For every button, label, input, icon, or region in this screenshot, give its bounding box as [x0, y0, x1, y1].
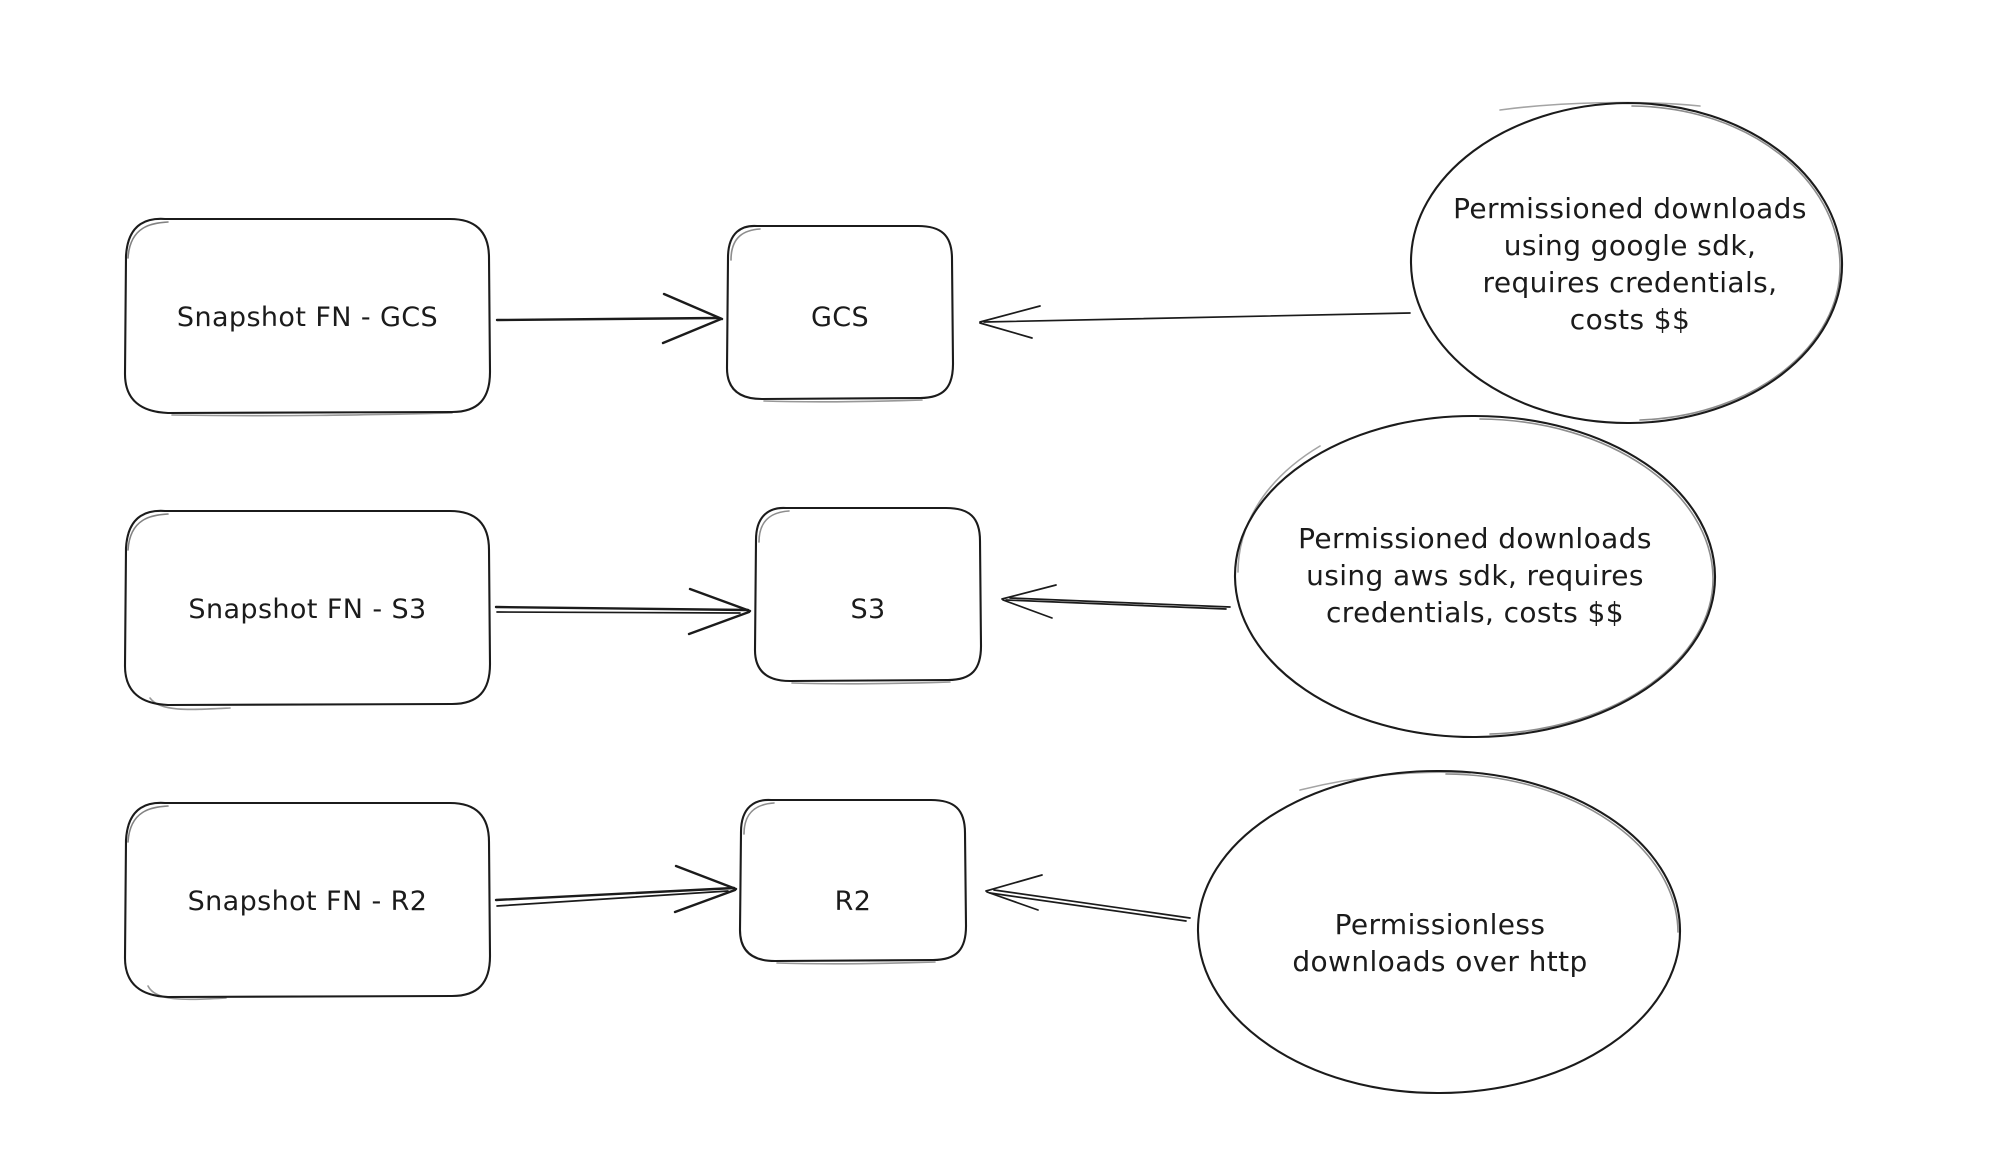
node-snapshot-fn-s3-shape: [123, 509, 492, 711]
arrow-note-permissionless-to-r2: [985, 874, 1191, 922]
node-gcs-shape: [725, 224, 955, 403]
arrow-snapshot-fn-r2-to-r2: [494, 864, 738, 914]
arrow-note-aws-sdk-to-s3: [1001, 584, 1231, 619]
note-permissionless-ellipse: [1196, 769, 1682, 1095]
arrow-snapshot-fn-gcs-to-gcs: [495, 292, 724, 345]
note-aws-sdk-ellipse: [1233, 414, 1717, 739]
node-snapshot-fn-gcs-shape: [123, 217, 492, 417]
node-s3-shape: [753, 506, 983, 685]
arrow-note-google-sdk-to-gcs: [979, 305, 1411, 339]
arrow-snapshot-fn-s3-to-s3: [494, 587, 752, 636]
node-snapshot-fn-r2-shape: [123, 801, 492, 1001]
node-r2-shape: [738, 798, 968, 965]
note-google-sdk-ellipse: [1409, 101, 1844, 425]
